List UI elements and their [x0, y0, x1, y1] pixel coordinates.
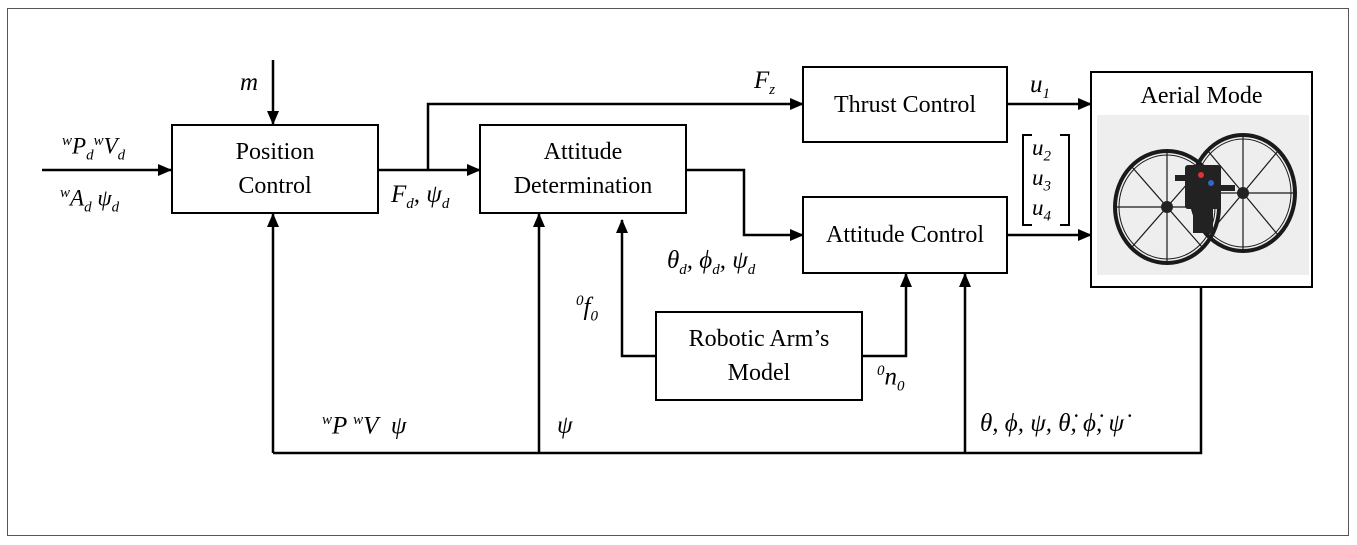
attitude-determination-label: Attitude Determination: [513, 139, 653, 199]
force-yaw-label: Fd, ψd: [391, 181, 450, 212]
desired-acceleration-yaw-label: wAd ψd: [60, 185, 120, 216]
n0-arrow: [862, 273, 912, 358]
desired-position-velocity-label: wPdwVd: [62, 133, 126, 164]
fz-arrow: [426, 98, 804, 170]
aerial-mode-title: Aerial Mode: [1140, 83, 1263, 109]
f0-arrow: [616, 219, 656, 358]
position-velocity-yaw-feedback-label: wP wV ψ: [322, 412, 407, 440]
att-ref-arrow: [686, 168, 804, 241]
attitude-control-label: Attitude Control: [826, 222, 984, 248]
thrust-control-block: Thrust Control: [802, 66, 1008, 143]
f0-label: 0f0: [576, 293, 598, 325]
u-vector-label: u2 u3 u4: [1022, 134, 1070, 226]
u3-label: u3: [1032, 165, 1051, 195]
robotic-arm-model-label: Robotic Arm’s Model: [688, 326, 830, 386]
attitude-determination-block: Attitude Determination: [479, 124, 687, 214]
attitude-reference-label: θd, ϕd, ψd: [667, 247, 756, 278]
feedback-bus: [273, 288, 1203, 455]
n0-label: 0n0: [877, 363, 905, 395]
u2-label: u2: [1032, 135, 1051, 165]
u1-label: u1: [1030, 71, 1050, 102]
robotic-arm-model-block: Robotic Arm’s Model: [655, 311, 863, 401]
state-feedback-label: θ, ϕ, ψ, θ̇, ϕ̇, ψ̇: [980, 410, 1124, 437]
position-control-label: Position Control: [235, 139, 315, 199]
mass-label: m: [240, 69, 259, 96]
aerial-robot-image: [1097, 115, 1309, 275]
attitude-control-block: Attitude Control: [802, 196, 1008, 274]
u4-label: u4: [1032, 195, 1051, 225]
position-control-block: Position Control: [171, 124, 379, 214]
aerial-mode-block: Aerial Mode: [1090, 71, 1313, 288]
thrust-control-label: Thrust Control: [834, 91, 976, 118]
yaw-feedback-label: ψ: [557, 412, 573, 439]
fz-label: Fz: [754, 67, 776, 98]
